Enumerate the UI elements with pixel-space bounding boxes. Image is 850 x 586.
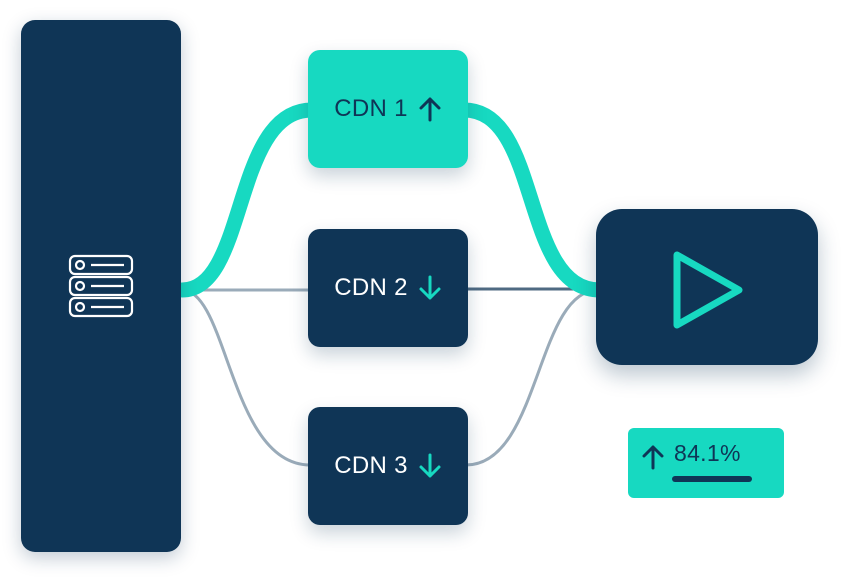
cdn-node-3: CDN 3 [308,407,468,525]
cdn-node-1: CDN 1 [308,50,468,168]
cdn-label: CDN 1 [334,95,408,122]
link-origin-cdn1 [174,102,320,298]
metric-bar [672,476,752,482]
origin-server-panel [21,20,181,552]
arrow-up-icon [642,445,664,470]
cdn-label: CDN 2 [334,274,408,301]
cdn-label: CDN 3 [334,452,408,479]
arrow-down-icon [419,453,441,478]
performance-metric-badge: 84.1% [628,428,784,498]
link-cdn1-player [456,102,608,298]
server-icon [68,254,134,318]
arrow-up-icon [419,97,441,122]
cdn-node-2: CDN 2 [308,229,468,347]
link-cdn3-player [465,288,599,467]
video-player-panel [596,209,818,365]
play-icon [673,251,743,329]
metric-value: 84.1% [674,440,741,466]
arrow-down-icon [419,275,441,300]
link-origin-cdn3 [181,288,311,467]
